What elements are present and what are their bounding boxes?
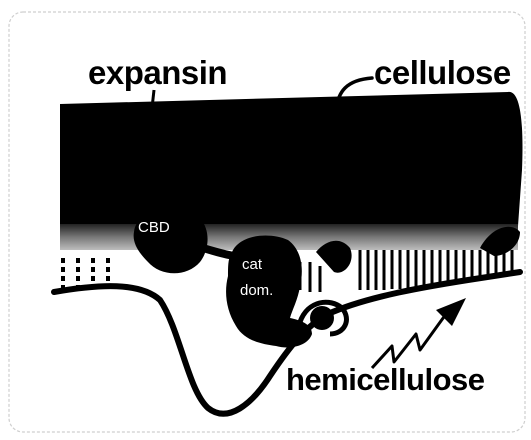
- cellulose-label: cellulose: [374, 54, 511, 92]
- hemicellulose-strands-middle: [300, 262, 320, 292]
- cbd-label: CBD: [138, 219, 170, 236]
- expansin-leader-line: [152, 90, 154, 108]
- catalytic-domain-label-line2: dom.: [240, 282, 273, 299]
- hemicellulose-zigzag-leader: [372, 314, 446, 368]
- catalytic-grip-node: [310, 306, 334, 330]
- hemicellulose-label: hemicellulose: [286, 362, 485, 398]
- expansin-label: expansin: [88, 54, 227, 92]
- catalytic-domain-label-line1: cat: [242, 256, 262, 273]
- cellulose-microfibril: [60, 92, 522, 226]
